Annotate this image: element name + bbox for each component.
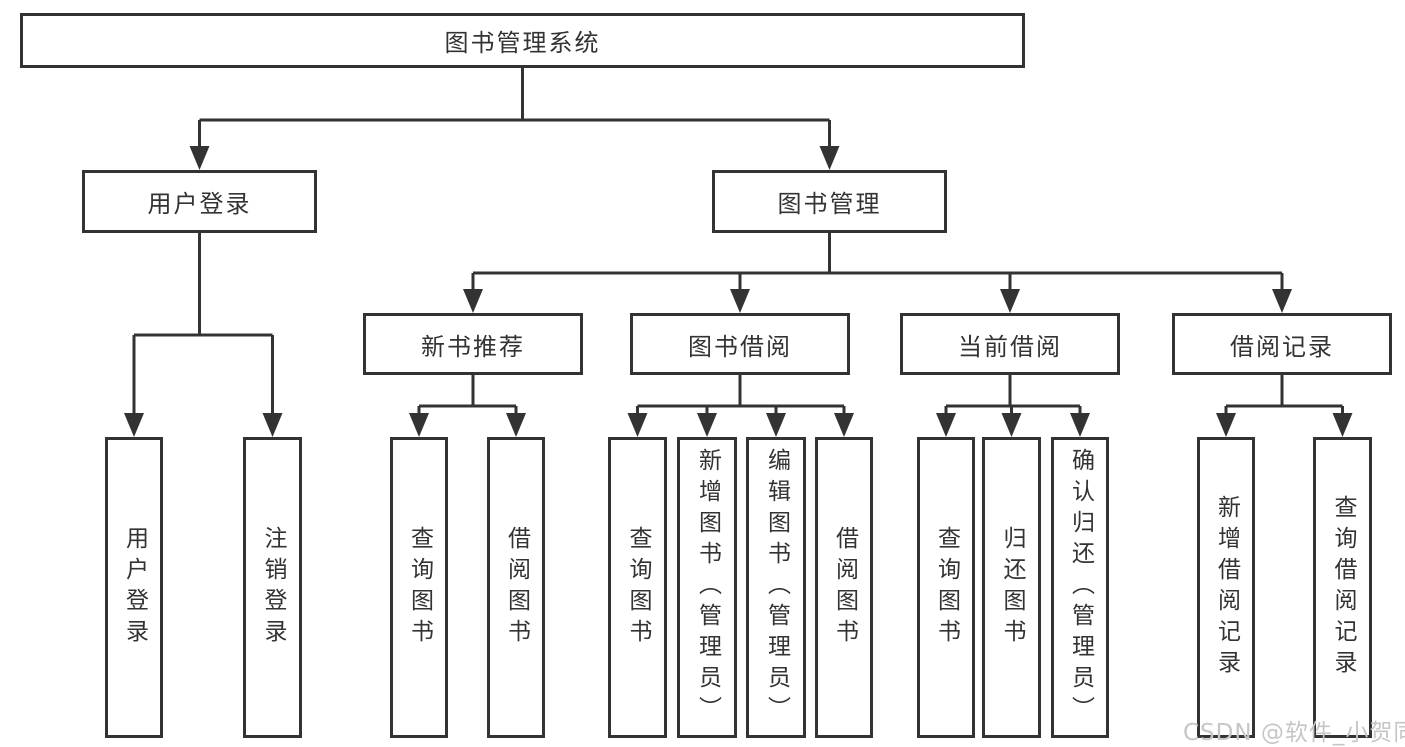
leaf-return-books: 归还图书 [982,437,1041,738]
leaf-borrow-books-1-label: 借阅图书 [503,525,530,650]
leaf-add-books-admin: 新增图书（管理员） [677,437,737,738]
node-book-management-label: 图书管理 [777,190,882,218]
leaf-edit-books-admin-label: 编辑图书（管理员） [763,448,790,727]
leaf-query-borrow-record-label: 查询借阅记录 [1330,494,1356,681]
leaf-borrow-books-2: 借阅图书 [815,437,873,738]
node-current-borrowing-label: 当前借阅 [958,332,1062,361]
node-borrowing-records: 借阅记录 [1172,313,1392,375]
leaf-confirm-return-admin-label: 确认归还（管理员） [1067,448,1094,727]
leaf-query-books-2: 查询图书 [608,437,667,738]
leaf-user-login-label: 用户登录 [121,525,148,650]
node-user-login-branch: 用户登录 [82,170,317,233]
leaf-query-borrow-record: 查询借阅记录 [1313,437,1372,738]
leaf-confirm-return-admin: 确认归还（管理员） [1051,437,1109,738]
node-new-book-recommendation-label: 新书推荐 [421,332,525,361]
leaf-add-borrow-record-label: 新增借阅记录 [1213,494,1240,681]
node-borrowing-records-label: 借阅记录 [1230,332,1334,361]
leaf-logout: 注销登录 [243,437,302,738]
node-book-borrowing-label: 图书借阅 [688,332,792,361]
node-book-management: 图书管理 [712,170,947,233]
leaf-add-books-admin-label: 新增图书（管理员） [694,448,721,727]
leaf-borrow-books-2-label: 借阅图书 [831,525,858,650]
node-current-borrowing: 当前借阅 [900,313,1120,375]
arrowheads [124,146,1353,437]
leaf-query-books-1-label: 查询图书 [406,525,433,650]
leaf-return-books-label: 归还图书 [999,525,1025,650]
node-user-login-branch-label: 用户登录 [147,190,252,218]
leaf-query-books-3: 查询图书 [917,437,975,738]
node-new-book-recommendation: 新书推荐 [363,313,583,375]
node-library-management-system: 图书管理系统 [20,13,1025,68]
leaf-user-login: 用户登录 [105,437,163,738]
leaf-logout-label: 注销登录 [260,525,286,650]
node-library-management-system-label: 图书管理系统 [444,29,601,57]
csdn-watermark: CSDN @软件_小贺同学 [1183,720,1405,746]
node-book-borrowing: 图书借阅 [630,313,850,375]
leaf-query-books-2-label: 查询图书 [625,525,651,650]
leaf-edit-books-admin: 编辑图书（管理员） [746,437,806,738]
leaf-add-borrow-record: 新增借阅记录 [1197,437,1255,738]
leaf-query-books-1: 查询图书 [390,437,448,738]
leaf-query-books-3-label: 查询图书 [933,525,960,650]
leaf-borrow-books-1: 借阅图书 [487,437,545,738]
